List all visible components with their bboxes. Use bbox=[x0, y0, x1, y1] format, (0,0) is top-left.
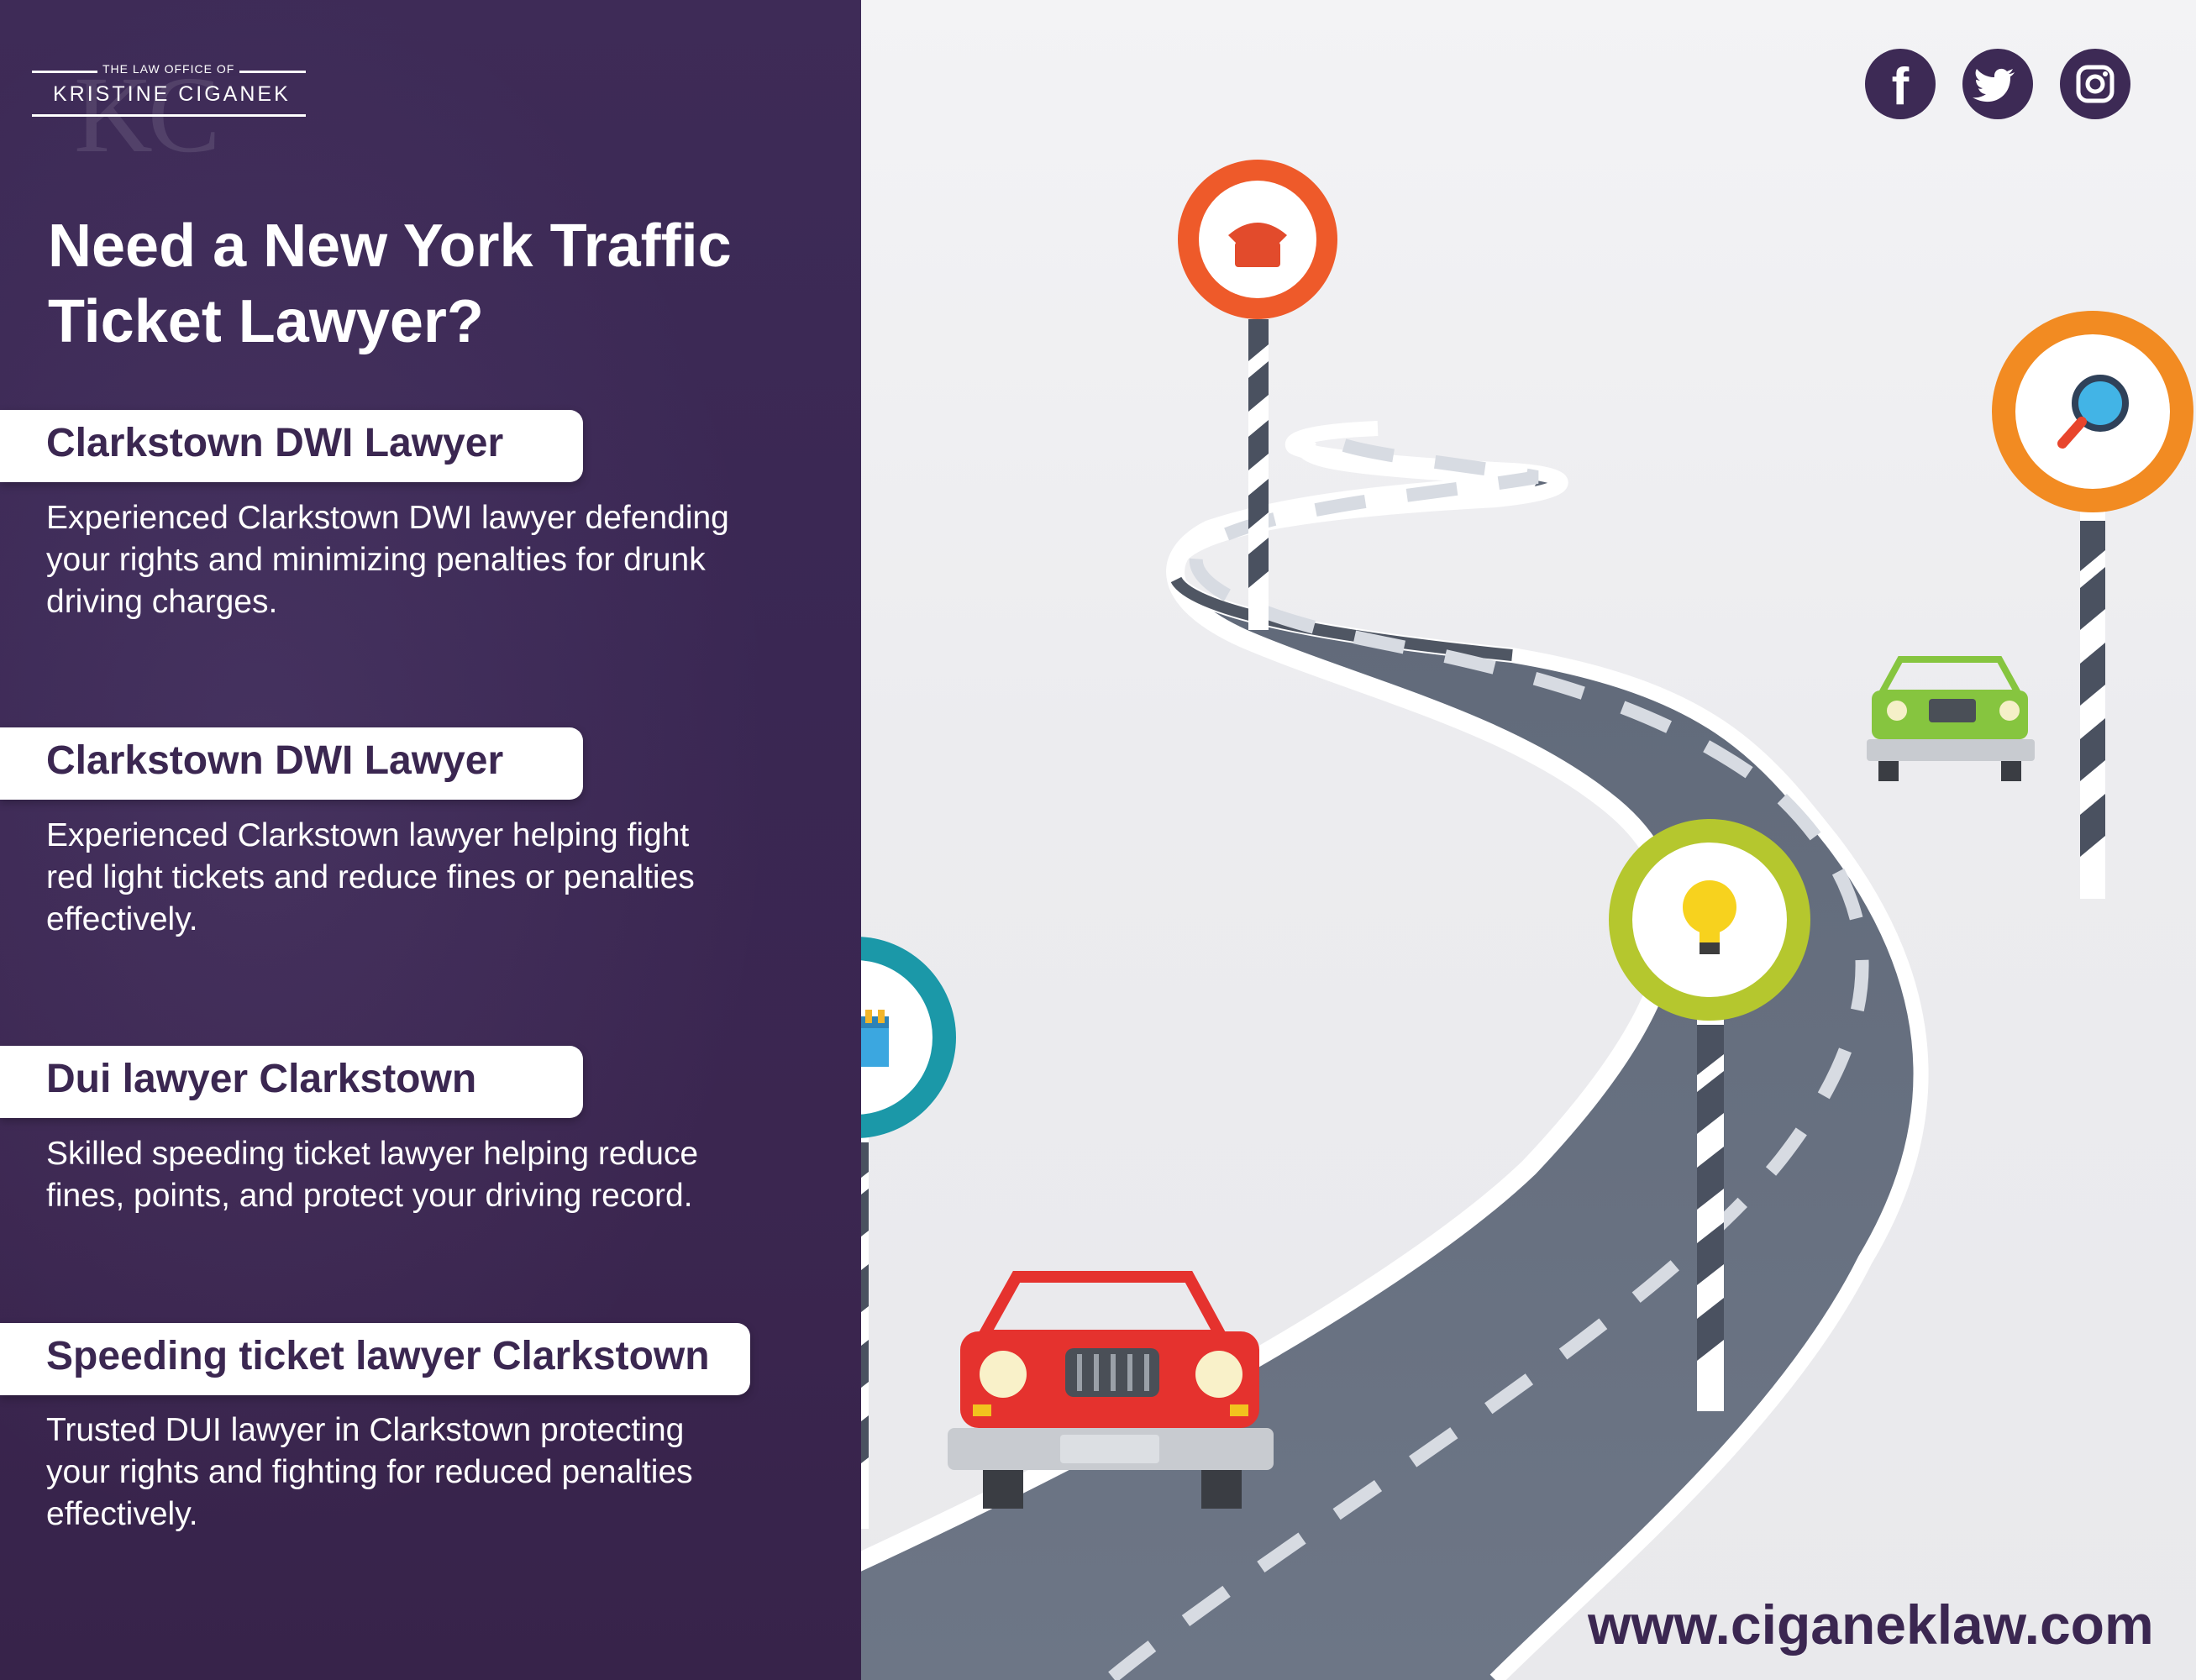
lightbulb-icon bbox=[1609, 819, 1810, 1021]
section-title: Dui lawyer Clarkstown bbox=[46, 1057, 477, 1101]
green-car bbox=[1867, 656, 2035, 781]
sign-pole-bulb bbox=[1697, 1008, 1724, 1411]
instagram-icon[interactable] bbox=[2060, 49, 2130, 119]
phone-icon bbox=[1178, 160, 1337, 319]
section-tab-1: Clarkstown DWI Lawyer bbox=[0, 410, 583, 482]
road-center-line bbox=[1104, 438, 1869, 1680]
section-line: your rights and fighting for reduced pen… bbox=[46, 1454, 693, 1490]
section-line: effectively. bbox=[46, 1496, 198, 1532]
magnifier-icon bbox=[1992, 311, 2193, 512]
red-car bbox=[948, 1271, 1274, 1509]
section-tab-3: Dui lawyer Clarkstown bbox=[0, 1046, 583, 1118]
section-line: Skilled speeding ticket lawyer helping r… bbox=[46, 1136, 699, 1172]
sign-pole-phone bbox=[1248, 302, 1269, 630]
section-line: Experienced Clarkstown DWI lawyer defend… bbox=[46, 500, 729, 536]
facebook-icon[interactable]: f bbox=[1865, 49, 1936, 119]
section-line: red light tickets and reduce fines or pe… bbox=[46, 859, 695, 895]
section-description-2: Experienced Clarkstown lawyer helping fi… bbox=[46, 815, 802, 941]
section-line: your rights and minimizing penalties for… bbox=[46, 542, 706, 578]
page-title-line-1: Need a New York Traffic bbox=[48, 213, 732, 280]
section-description-1: Experienced Clarkstown DWI lawyer defend… bbox=[46, 497, 802, 623]
section-line: Experienced Clarkstown lawyer helping fi… bbox=[46, 817, 690, 853]
section-title: Speeding ticket lawyer Clarkstown bbox=[46, 1334, 710, 1378]
left-panel bbox=[0, 0, 861, 1680]
section-line: Trusted DUI lawyer in Clarkstown protect… bbox=[46, 1412, 685, 1448]
road bbox=[588, 427, 1921, 1680]
section-line: fines, points, and protect your driving … bbox=[46, 1178, 693, 1214]
facebook-glyph: f bbox=[1892, 58, 1910, 116]
logo-top-text: THE LAW OFFICE OF bbox=[97, 62, 240, 76]
logo: KC THE LAW OFFICE OF KRISTINE CIGANEK bbox=[32, 60, 309, 170]
page-title: Need a New York Traffic Ticket Lawyer? bbox=[48, 208, 804, 360]
section-title: Clarkstown DWI Lawyer bbox=[46, 738, 504, 783]
section-line: driving charges. bbox=[46, 584, 278, 620]
twitter-icon[interactable] bbox=[1962, 49, 2033, 119]
section-tab-4: Speeding ticket lawyer Clarkstown bbox=[0, 1323, 750, 1395]
section-title: Clarkstown DWI Lawyer bbox=[46, 421, 504, 465]
logo-rule-bottom bbox=[32, 114, 306, 117]
sign-pole-search bbox=[2080, 504, 2105, 899]
logo-name: KRISTINE CIGANEK bbox=[53, 82, 291, 106]
section-line: effectively. bbox=[46, 901, 198, 937]
website-url[interactable]: www.ciganeklaw.com bbox=[1588, 1593, 2154, 1656]
page-title-line-2: Ticket Lawyer? bbox=[48, 288, 484, 355]
section-tab-2: Clarkstown DWI Lawyer bbox=[0, 727, 583, 800]
section-description-4: Trusted DUI lawyer in Clarkstown protect… bbox=[46, 1410, 802, 1536]
section-description-3: Skilled speeding ticket lawyer helping r… bbox=[46, 1133, 802, 1217]
